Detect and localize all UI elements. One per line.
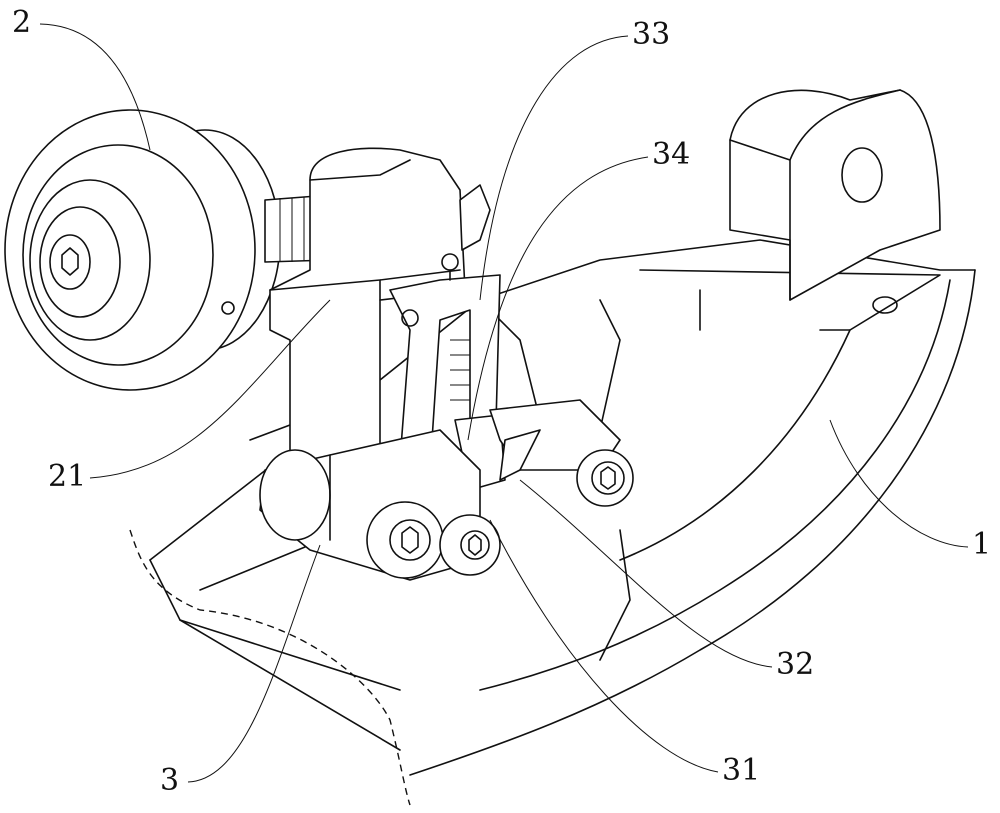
label-pawl: 32	[776, 647, 815, 682]
wheel	[4, 109, 281, 391]
linkage	[259, 429, 501, 581]
bracket	[269, 147, 491, 481]
label-assembly: 3	[160, 763, 180, 798]
phantom-line	[129, 529, 411, 806]
leader-lines	[39, 23, 969, 783]
mounting-lug	[729, 89, 941, 314]
label-pivot-link: 31	[722, 753, 761, 788]
label-wheel: 2	[12, 5, 32, 40]
label-latch: 34	[652, 137, 691, 172]
latch-and-pawl	[454, 399, 634, 507]
label-frame: 1	[972, 527, 992, 562]
label-spring-housing: 33	[632, 17, 671, 52]
label-bracket: 21	[48, 459, 87, 494]
